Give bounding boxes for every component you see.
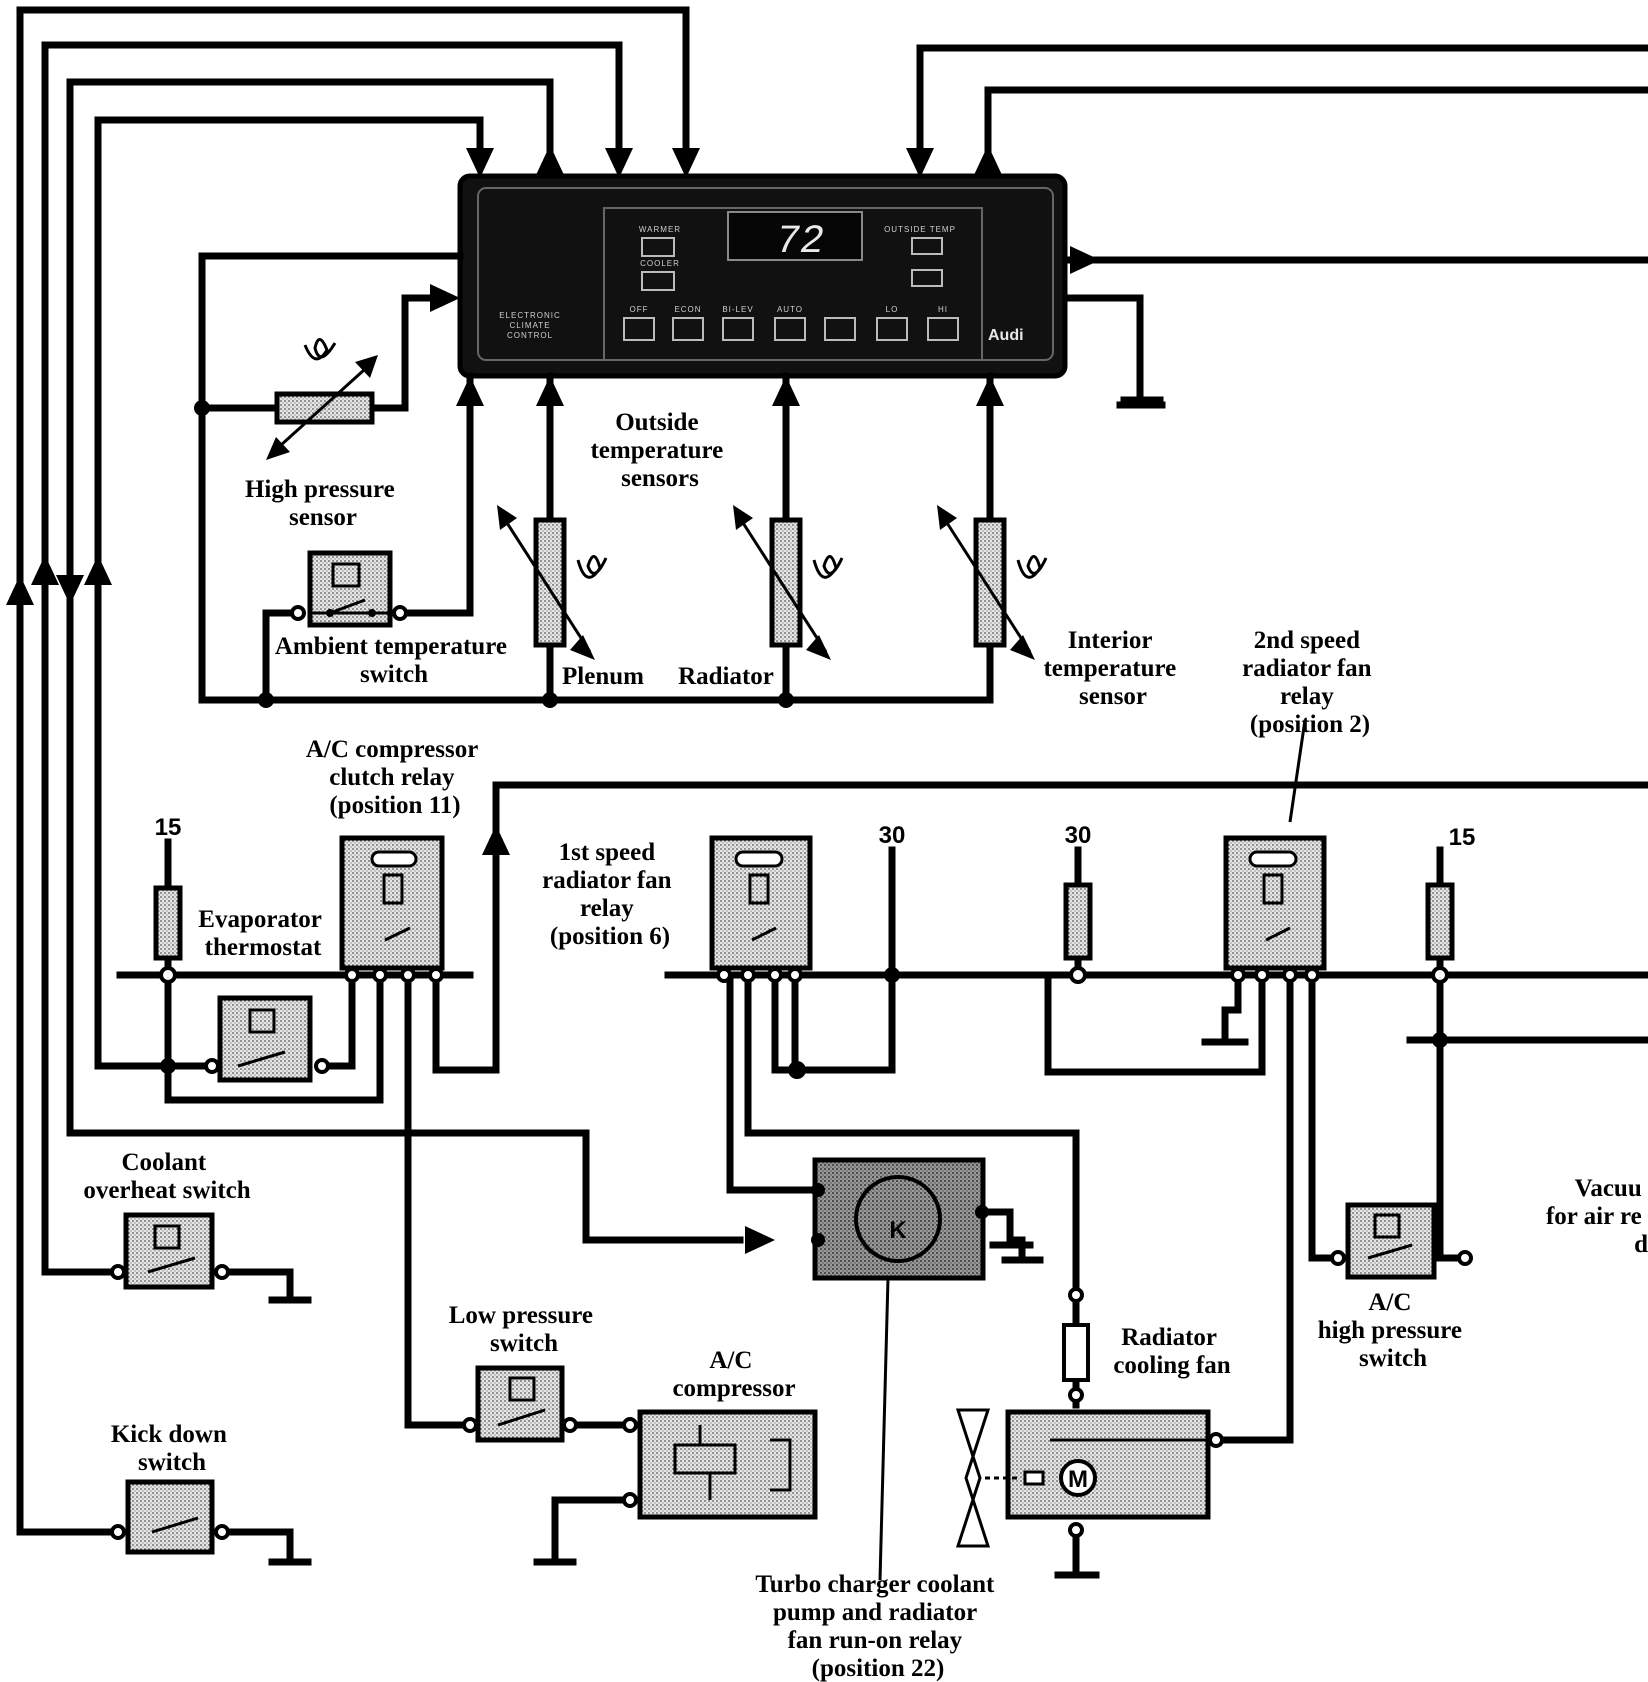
cooler-button[interactable] bbox=[641, 271, 675, 291]
label-kick-down-switch: Kick down switch bbox=[111, 1421, 233, 1476]
label-ac-high-pressure-switch: A/C high pressure switch bbox=[1318, 1289, 1469, 1372]
warmer-label: WARMER bbox=[639, 225, 681, 234]
label-ac-compressor: A/C compressor bbox=[672, 1347, 795, 1402]
bus-wires bbox=[16, 6, 1648, 1536]
svg-text:M: M bbox=[1068, 1466, 1088, 1493]
fuse-15-left bbox=[153, 838, 183, 984]
off-button[interactable] bbox=[623, 317, 655, 341]
terminal-15-right: 15 bbox=[1449, 824, 1476, 851]
outside-temp-label: OUTSIDE TEMP bbox=[884, 225, 956, 234]
fan-blade-icon bbox=[955, 1408, 991, 1548]
bi-lev-label: BI-LEV bbox=[722, 305, 753, 314]
label-first-speed-relay: 1st speed radiator fan relay (position 6… bbox=[542, 839, 678, 950]
cooler-label: COOLER bbox=[640, 259, 680, 268]
fan-lo-button[interactable] bbox=[876, 317, 908, 341]
mode-indicator bbox=[911, 269, 943, 287]
theta-symbol bbox=[303, 338, 337, 361]
lower-arrows bbox=[482, 825, 775, 1254]
ambient-temperature-switch bbox=[290, 550, 408, 628]
outside-temp-button[interactable] bbox=[911, 237, 943, 255]
function-buttons bbox=[623, 317, 959, 341]
radiator-cooling-fan: M bbox=[955, 1287, 1224, 1548]
lower-wiring bbox=[16, 781, 1648, 1579]
ecc-line1: ELECTRONIC bbox=[499, 311, 561, 320]
audi-logo: Audi bbox=[988, 327, 1024, 344]
econ-button[interactable] bbox=[672, 317, 704, 341]
hi-label: HI bbox=[938, 305, 948, 314]
coolant-overheat-switch bbox=[110, 1212, 230, 1290]
ac-clutch-relay bbox=[339, 835, 445, 983]
terminal-30-mid: 30 bbox=[879, 822, 906, 849]
sensor-wiring bbox=[194, 252, 1004, 708]
display-value: 72 bbox=[776, 220, 824, 265]
bi-lev-button[interactable] bbox=[722, 317, 754, 341]
fuse-15-right bbox=[1425, 882, 1455, 984]
ac-compressor bbox=[622, 1409, 818, 1520]
label-coolant-overheat-switch: Coolant overheat switch bbox=[83, 1149, 250, 1204]
climate-control-unit: 72 WARMER COOLER OUTSIDE TEMP OFF ECON B… bbox=[457, 173, 1068, 379]
lo-label: LO bbox=[886, 305, 899, 314]
bus-arrows bbox=[6, 145, 1100, 605]
turbo-relay: K bbox=[811, 1157, 1034, 1581]
label-turbo-relay: Turbo charger coolant pump and radiator … bbox=[755, 1571, 1000, 1682]
kick-down-switch bbox=[110, 1479, 230, 1555]
fan-hi-button[interactable] bbox=[927, 317, 959, 341]
low-pressure-switch bbox=[462, 1365, 578, 1443]
terminal-15-left: 15 bbox=[155, 814, 182, 841]
label-low-pressure-switch: Low pressure switch bbox=[449, 1302, 599, 1357]
label-radiator-cooling-fan: Radiator cooling fan bbox=[1113, 1324, 1230, 1379]
label-ac-clutch-relay: A/C compressor clutch relay (position 11… bbox=[306, 736, 484, 819]
label-ambient-temp-switch: Ambient temperature switch bbox=[275, 633, 513, 688]
interior-sensor bbox=[937, 505, 1048, 660]
lower-nodes bbox=[160, 967, 1448, 1433]
evaporator-thermostat bbox=[204, 995, 330, 1083]
fuse-30-right bbox=[1063, 882, 1093, 984]
auto-label: AUTO bbox=[777, 305, 803, 314]
defrost-button[interactable] bbox=[824, 317, 856, 341]
radiator-sensor bbox=[733, 505, 844, 660]
label-outside-temp-sensors: Outside temperature sensors bbox=[590, 409, 729, 492]
label-evaporator-thermostat: Evaporator thermostat bbox=[198, 906, 327, 961]
first-speed-relay bbox=[709, 835, 813, 983]
k-symbol: K bbox=[889, 1217, 907, 1244]
econ-label: ECON bbox=[674, 305, 701, 314]
terminal-30-right: 30 bbox=[1065, 822, 1092, 849]
label-second-speed-relay: 2nd speed radiator fan relay (position 2… bbox=[1242, 627, 1378, 738]
off-label: OFF bbox=[630, 305, 649, 314]
label-interior-sensor: Interior temperature sensor bbox=[1043, 627, 1182, 710]
label-high-pressure-sensor: High pressure sensor bbox=[245, 476, 401, 531]
label-vacuum-cutoff: Vacuu for air re d bbox=[1546, 1175, 1648, 1258]
ecc-line3: CONTROL bbox=[507, 331, 553, 340]
auto-button[interactable] bbox=[774, 317, 806, 341]
ecc-line2: CLIMATE bbox=[509, 321, 550, 330]
labels: High pressure sensor Outside temperature… bbox=[83, 409, 1648, 1682]
label-radiator: Radiator bbox=[678, 663, 774, 690]
second-speed-relay bbox=[1223, 719, 1327, 983]
warmer-button[interactable] bbox=[641, 237, 675, 257]
high-pressure-sensor bbox=[266, 338, 378, 460]
ac-high-pressure-switch bbox=[1330, 1202, 1473, 1280]
plenum-sensor bbox=[497, 505, 608, 660]
label-plenum: Plenum bbox=[562, 663, 644, 690]
